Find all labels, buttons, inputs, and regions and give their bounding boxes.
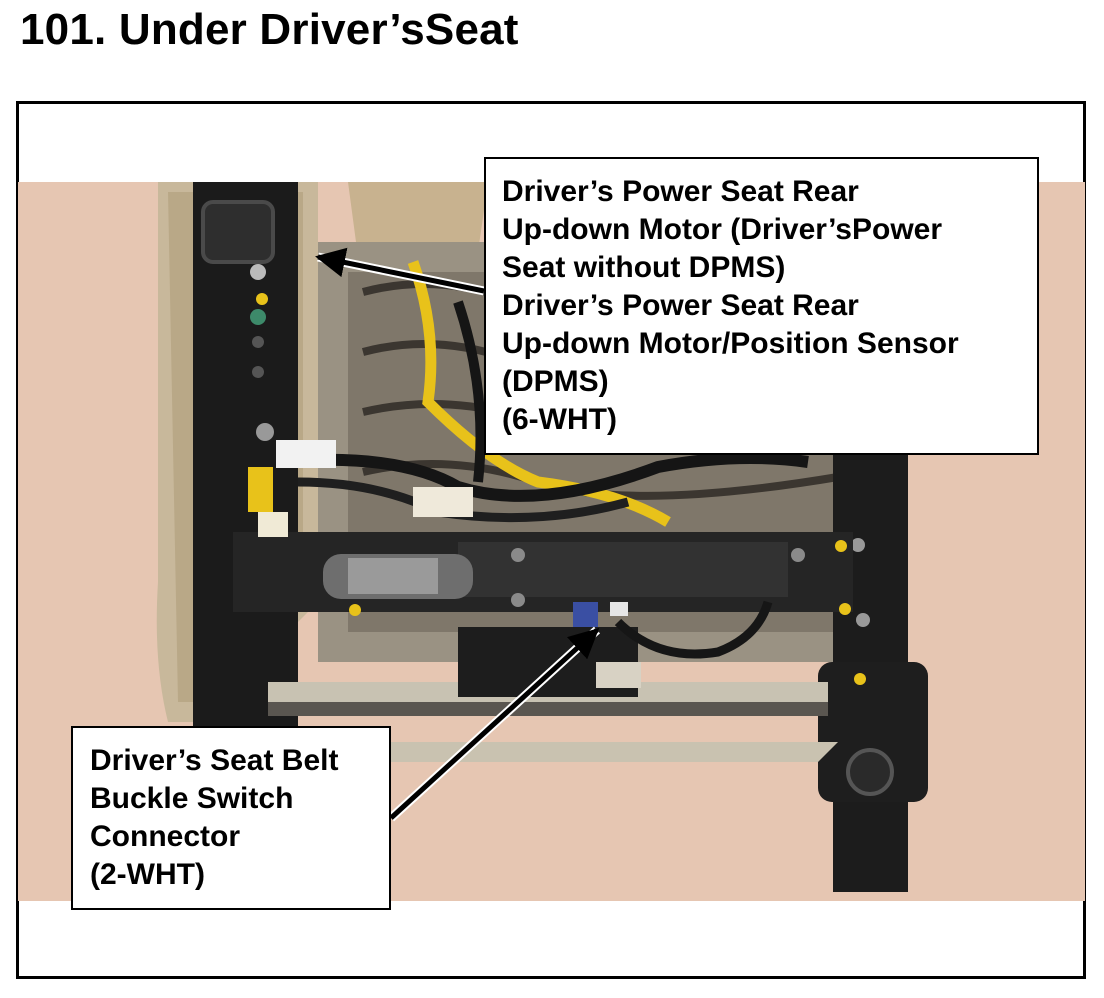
callout-line: (6-WHT) [502, 403, 617, 436]
callout-seat-belt-buckle-connector: Driver’s Seat Belt Buckle Switch Connect… [71, 726, 391, 910]
callout-line: Driver’s Seat Belt [90, 744, 339, 777]
callout-line: (DPMS) [502, 365, 609, 398]
callout-line: (2-WHT) [90, 858, 205, 891]
callout-line: Driver’s Power Seat Rear [502, 289, 859, 322]
callout-line: Buckle Switch [90, 782, 294, 815]
callout-rear-updown-motor: Driver’s Power Seat Rear Up-down Motor (… [484, 157, 1039, 455]
callout-line: Up-down Motor (Driver’sPower [502, 213, 943, 246]
callout-line: Driver’s Power Seat Rear [502, 175, 859, 208]
callout-line: Seat without DPMS) [502, 251, 786, 284]
callout-line: Connector [90, 820, 240, 853]
callout-line: Up-down Motor/Position Sensor [502, 327, 959, 360]
page-title: 101. Under Driver’sSeat [20, 5, 519, 54]
